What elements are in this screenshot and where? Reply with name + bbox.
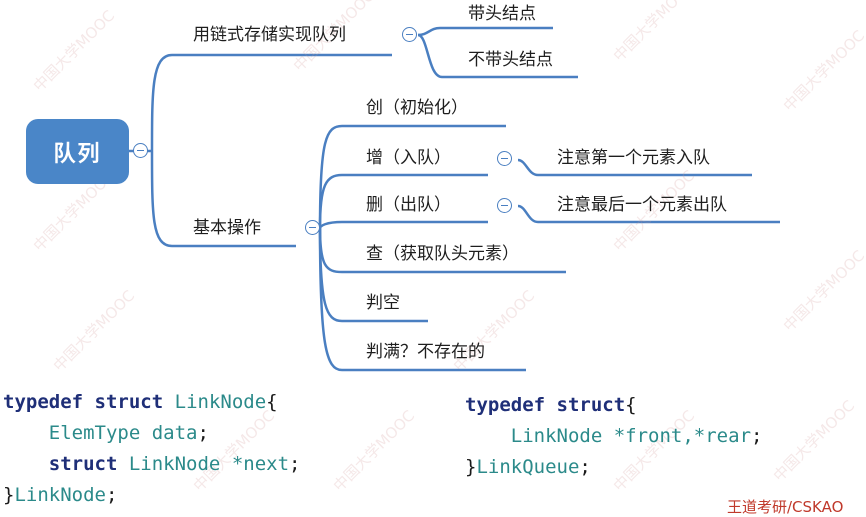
edge-enqueue-note xyxy=(517,158,752,177)
code-type: LinkQueue xyxy=(476,456,580,478)
node-enqueue[interactable]: 增（入队） xyxy=(366,148,451,168)
code-type: LinkNode xyxy=(14,484,106,506)
code-punct: ; xyxy=(289,453,301,475)
root-node[interactable]: 队列 xyxy=(26,119,129,184)
code-type: LinkNode xyxy=(510,425,603,447)
ops-collapse-icon[interactable] xyxy=(305,220,320,235)
node-empty[interactable]: 判空 xyxy=(366,293,400,313)
edge-root-ops xyxy=(150,150,173,248)
code-field: *next xyxy=(231,453,290,475)
node-peek[interactable]: 查（获取队头元素） xyxy=(366,244,519,264)
node-full[interactable]: 判满？不存在的 xyxy=(366,342,485,362)
edge-impl-nohead xyxy=(417,33,578,79)
code-keyword: typedef xyxy=(3,391,84,413)
code-type: LinkNode xyxy=(174,391,267,413)
code-linkqueue: typedef struct{ LinkNode *front,*rear; }… xyxy=(465,390,762,483)
code-keyword: typedef xyxy=(465,394,546,416)
code-linknode: typedef struct LinkNode{ ElemType data; … xyxy=(3,387,300,511)
edge-dequeue-note xyxy=(517,204,780,224)
code-punct: { xyxy=(266,391,278,413)
code-punct: { xyxy=(625,394,637,416)
root-collapse-icon[interactable] xyxy=(133,143,148,158)
edge-impl-head xyxy=(417,26,553,37)
edge-ops-full xyxy=(318,227,526,372)
edge-root-impl xyxy=(150,53,173,152)
code-keyword: struct xyxy=(48,453,118,475)
node-create[interactable]: 创（初始化） xyxy=(366,98,468,118)
impl-collapse-icon[interactable] xyxy=(402,27,417,42)
node-without-head[interactable]: 不带头结点 xyxy=(468,50,553,70)
code-punct: } xyxy=(3,484,15,506)
enqueue-collapse-icon[interactable] xyxy=(497,151,512,166)
edge-ops-enqueue xyxy=(318,173,488,229)
code-type: ElemType xyxy=(48,422,141,444)
code-keyword: struct xyxy=(94,391,164,413)
node-dequeue[interactable]: 删（出队） xyxy=(366,195,451,215)
code-keyword: struct xyxy=(556,394,626,416)
code-punct: ; xyxy=(105,484,118,506)
code-punct: ; xyxy=(197,422,209,444)
code-field: data xyxy=(151,422,198,444)
node-with-head[interactable]: 带头结点 xyxy=(468,4,536,24)
code-type: LinkNode xyxy=(128,453,221,475)
node-ops[interactable]: 基本操作 xyxy=(193,218,261,238)
credit-text: 王道考研/CSKAO xyxy=(727,498,844,516)
edge-ops-dequeue xyxy=(318,220,488,229)
code-punct: } xyxy=(465,456,477,478)
node-impl[interactable]: 用链式存储实现队列 xyxy=(193,25,346,45)
node-dequeue-note[interactable]: 注意最后一个元素出队 xyxy=(557,195,727,215)
node-enqueue-note[interactable]: 注意第一个元素入队 xyxy=(557,148,710,168)
code-punct: ; xyxy=(751,425,763,447)
code-punct: ; xyxy=(579,456,591,478)
code-field: *front,*rear xyxy=(613,425,752,447)
dequeue-collapse-icon[interactable] xyxy=(497,198,512,213)
